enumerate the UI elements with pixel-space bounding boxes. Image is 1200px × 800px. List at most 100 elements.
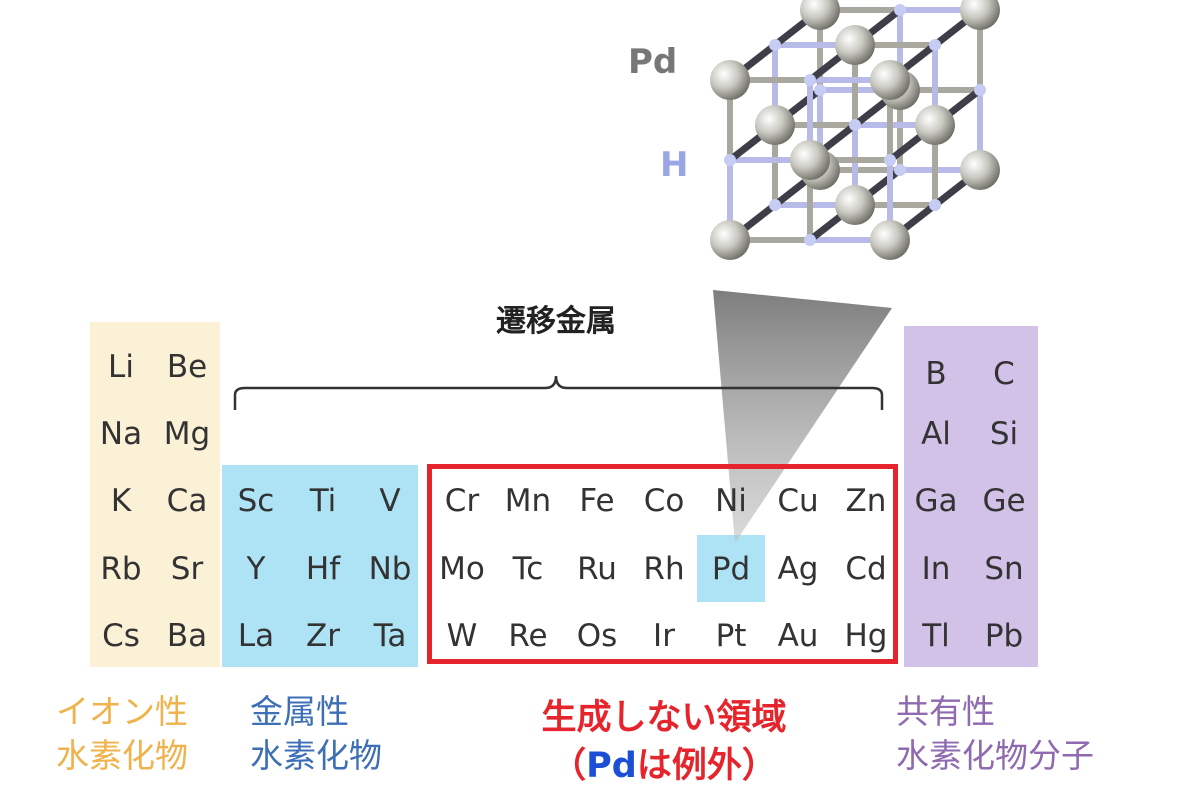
- element-mn: Mn: [504, 483, 552, 519]
- element-ge: Ge: [982, 483, 1026, 519]
- element-re: Re: [508, 618, 548, 654]
- metallic-legend-line1: 金属性: [250, 692, 349, 731]
- element-pb: Pb: [984, 618, 1024, 654]
- transition-metal-bracket: [233, 375, 884, 410]
- element-rb: Rb: [100, 551, 142, 587]
- h-atom: [884, 154, 896, 166]
- covalent-legend-line1: 共有性: [896, 692, 995, 731]
- element-k: K: [110, 483, 132, 519]
- non-forming-legend: 生成しない領域 （Pdは例外）: [541, 694, 786, 790]
- pd-atom: [835, 25, 875, 65]
- element-zn: Zn: [845, 483, 887, 519]
- element-sr: Sr: [170, 551, 204, 587]
- h-atom: [894, 164, 906, 176]
- h-atom: [769, 39, 781, 51]
- element-cd: Cd: [845, 551, 887, 587]
- element-ni: Ni: [715, 483, 747, 519]
- element-be: Be: [166, 349, 208, 385]
- element-co: Co: [643, 483, 685, 519]
- ionic-legend-line1: イオン性: [56, 692, 188, 731]
- element-al: Al: [921, 416, 951, 452]
- element-y: Y: [246, 551, 266, 587]
- element-tc: Tc: [512, 551, 544, 587]
- pd-atom: [710, 220, 750, 260]
- non-forming-legend-line1: 生成しない領域: [541, 698, 787, 738]
- covalent-hydride-region: [904, 326, 1038, 667]
- h-atom: [974, 84, 986, 96]
- element-pt: Pt: [715, 618, 747, 654]
- h-atom: [769, 199, 781, 211]
- h-atom: [929, 39, 941, 51]
- element-li: Li: [108, 349, 134, 385]
- pd-hydride-crystal-icon: [710, 0, 1000, 260]
- metallic-hydride-region: [222, 465, 418, 667]
- element-si: Si: [989, 416, 1019, 452]
- element-cu: Cu: [777, 483, 819, 519]
- legend-paren-open: （: [551, 746, 587, 786]
- element-la: La: [237, 618, 275, 654]
- element-cs: Cs: [102, 618, 140, 654]
- element-cr: Cr: [444, 483, 480, 519]
- element-os: Os: [576, 618, 618, 654]
- element-nb: Nb: [368, 551, 412, 587]
- element-sn: Sn: [984, 551, 1024, 587]
- non-forming-region-frame: [427, 464, 898, 664]
- covalent-legend-line2: 水素化物分子: [896, 736, 1094, 775]
- h-atom: [804, 234, 816, 246]
- h-atom: [849, 119, 861, 131]
- element-fe: Fe: [579, 483, 615, 519]
- element-ag: Ag: [777, 551, 819, 587]
- pd-highlight-cell: [697, 535, 765, 602]
- h-atom: [894, 4, 906, 16]
- element-pd: Pd: [711, 551, 751, 587]
- pd-atom: [835, 185, 875, 225]
- pd-atom: [870, 60, 910, 100]
- element-ti: Ti: [309, 483, 337, 519]
- pd-atom: [800, 0, 840, 30]
- pd-atom: [960, 0, 1000, 30]
- element-au: Au: [777, 618, 819, 654]
- element-c: C: [993, 356, 1015, 392]
- element-mo: Mo: [439, 551, 485, 587]
- element-v: V: [379, 483, 401, 519]
- pd-atom: [915, 105, 955, 145]
- element-in: In: [921, 551, 951, 587]
- element-tl: Tl: [922, 618, 950, 654]
- ionic-hydride-legend: イオン性 水素化物: [56, 690, 188, 778]
- crystal-label-h: H: [660, 145, 689, 185]
- element-zr: Zr: [306, 618, 340, 654]
- element-ga: Ga: [914, 483, 958, 519]
- element-mg: Mg: [163, 416, 211, 452]
- h-atom: [724, 154, 736, 166]
- element-hf: Hf: [305, 551, 341, 587]
- ionic-legend-line2: 水素化物: [56, 736, 188, 775]
- element-ca: Ca: [166, 483, 208, 519]
- legend-exception-text: は例外）: [636, 746, 777, 786]
- metallic-hydride-legend: 金属性 水素化物: [250, 690, 382, 778]
- transition-metal-title: 遷移金属: [496, 304, 616, 339]
- element-rh: Rh: [643, 551, 685, 587]
- non-forming-legend-line2: （Pdは例外）: [541, 742, 786, 790]
- h-atom: [929, 199, 941, 211]
- pd-atom: [755, 105, 795, 145]
- element-ru: Ru: [577, 551, 617, 587]
- element-ta: Ta: [373, 618, 407, 654]
- crystal-label-pd: Pd: [628, 42, 678, 82]
- pd-atom: [960, 150, 1000, 190]
- covalent-hydride-legend: 共有性 水素化物分子: [896, 690, 1094, 778]
- pd-atom: [710, 60, 750, 100]
- ionic-hydride-region: [90, 322, 220, 667]
- element-na: Na: [99, 416, 143, 452]
- h-atom: [804, 74, 816, 86]
- element-hg: Hg: [844, 618, 888, 654]
- h-atom: [814, 84, 826, 96]
- element-ir: Ir: [653, 618, 675, 654]
- element-b: B: [925, 356, 947, 392]
- element-w: W: [446, 618, 478, 654]
- pd-atom: [870, 220, 910, 260]
- legend-pd: Pd: [586, 746, 637, 786]
- element-ba: Ba: [166, 618, 208, 654]
- pd-atom: [790, 140, 830, 180]
- element-sc: Sc: [237, 483, 275, 519]
